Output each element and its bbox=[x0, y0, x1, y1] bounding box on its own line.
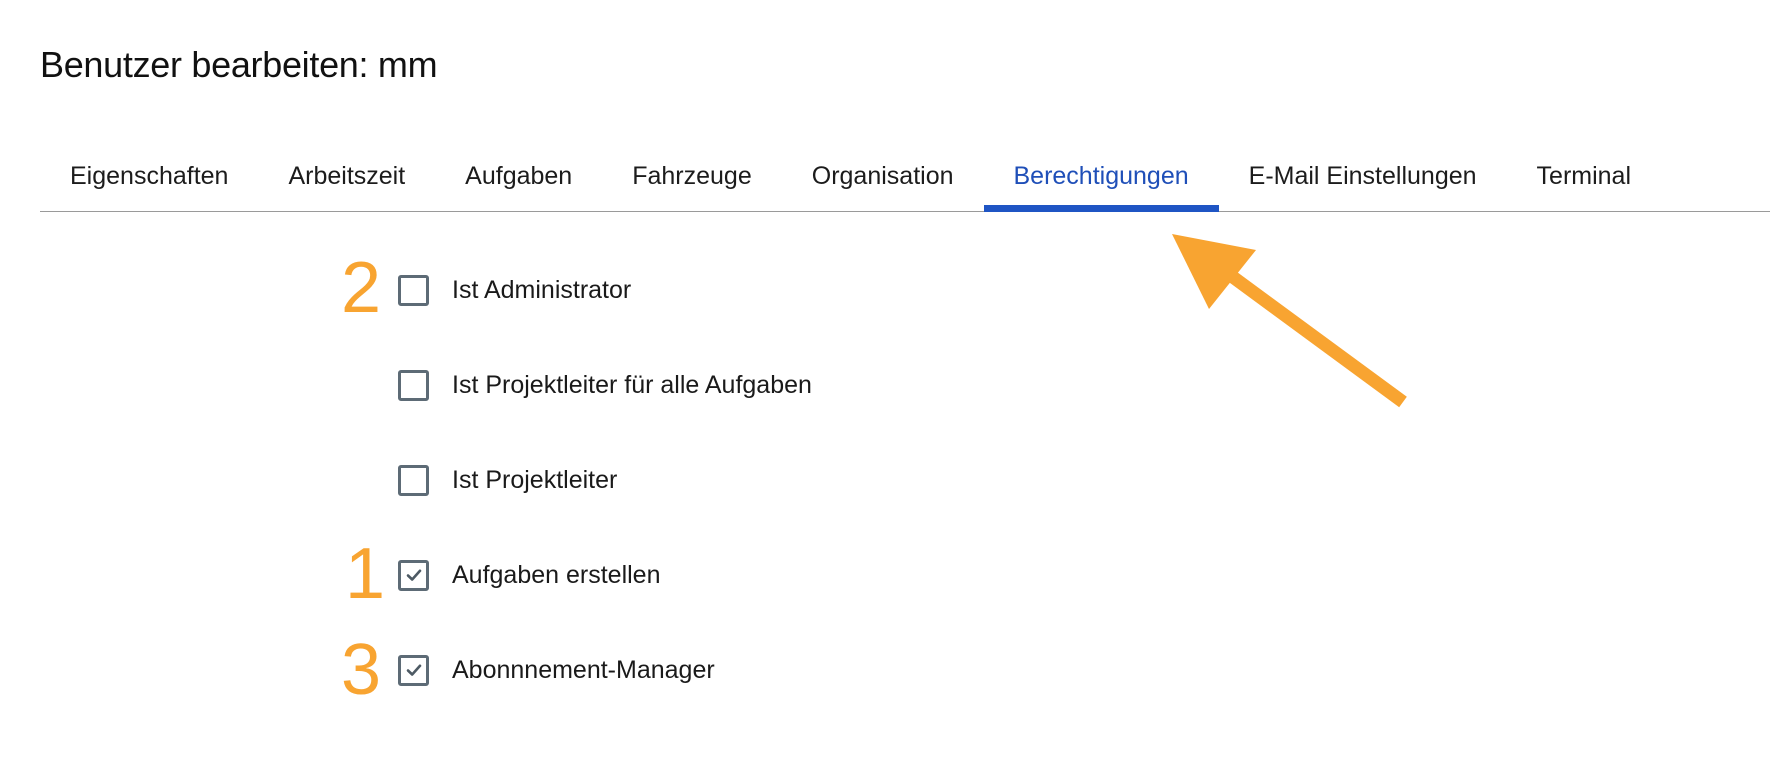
tab-eigenschaften[interactable]: Eigenschaften bbox=[70, 161, 229, 190]
create-tasks-checkbox[interactable] bbox=[398, 559, 429, 591]
annotation-marker: 2 bbox=[341, 248, 382, 328]
permission-row-admin[interactable]: Ist Administrator bbox=[398, 270, 631, 310]
tab-arbeitszeit[interactable]: Arbeitszeit bbox=[288, 161, 406, 190]
tab-fahrzeuge[interactable]: Fahrzeuge bbox=[632, 161, 752, 190]
permission-row-create-tasks[interactable]: Aufgaben erstellen bbox=[398, 555, 660, 595]
tab-bar: Eigenschaften Arbeitszeit Aufgaben Fahrz… bbox=[40, 148, 1770, 212]
permission-label: Abonnnement-Manager bbox=[452, 655, 715, 684]
check-icon bbox=[406, 569, 421, 581]
permission-label: Ist Projektleiter bbox=[452, 465, 618, 494]
permission-row-project-lead-all[interactable]: Ist Projektleiter für alle Aufgaben bbox=[398, 365, 812, 405]
arrow-icon bbox=[1172, 234, 1407, 408]
tab-email-einstellungen[interactable]: E-Mail Einstellungen bbox=[1248, 161, 1477, 190]
tab-berechtigungen[interactable]: Berechtigungen bbox=[983, 148, 1219, 212]
permission-label: Ist Projektleiter für alle Aufgaben bbox=[452, 370, 812, 399]
page-title: Benutzer bearbeiten: mm bbox=[40, 44, 438, 85]
permission-row-subscription-manager[interactable]: Abonnnement-Manager bbox=[398, 650, 715, 690]
tab-organisation[interactable]: Organisation bbox=[811, 161, 954, 190]
admin-checkbox[interactable] bbox=[398, 274, 429, 306]
project-lead-checkbox[interactable] bbox=[398, 464, 429, 496]
tab-aufgaben[interactable]: Aufgaben bbox=[465, 161, 573, 190]
permission-label: Aufgaben erstellen bbox=[452, 560, 661, 589]
subscription-manager-checkbox[interactable] bbox=[398, 654, 429, 686]
permission-row-project-lead[interactable]: Ist Projektleiter bbox=[398, 460, 617, 500]
annotation-marker: 1 bbox=[345, 534, 386, 614]
tab-terminal[interactable]: Terminal bbox=[1536, 161, 1632, 190]
project-lead-all-checkbox[interactable] bbox=[398, 369, 429, 401]
check-icon bbox=[406, 664, 421, 676]
permission-label: Ist Administrator bbox=[452, 275, 632, 304]
annotation-marker: 3 bbox=[341, 630, 382, 710]
